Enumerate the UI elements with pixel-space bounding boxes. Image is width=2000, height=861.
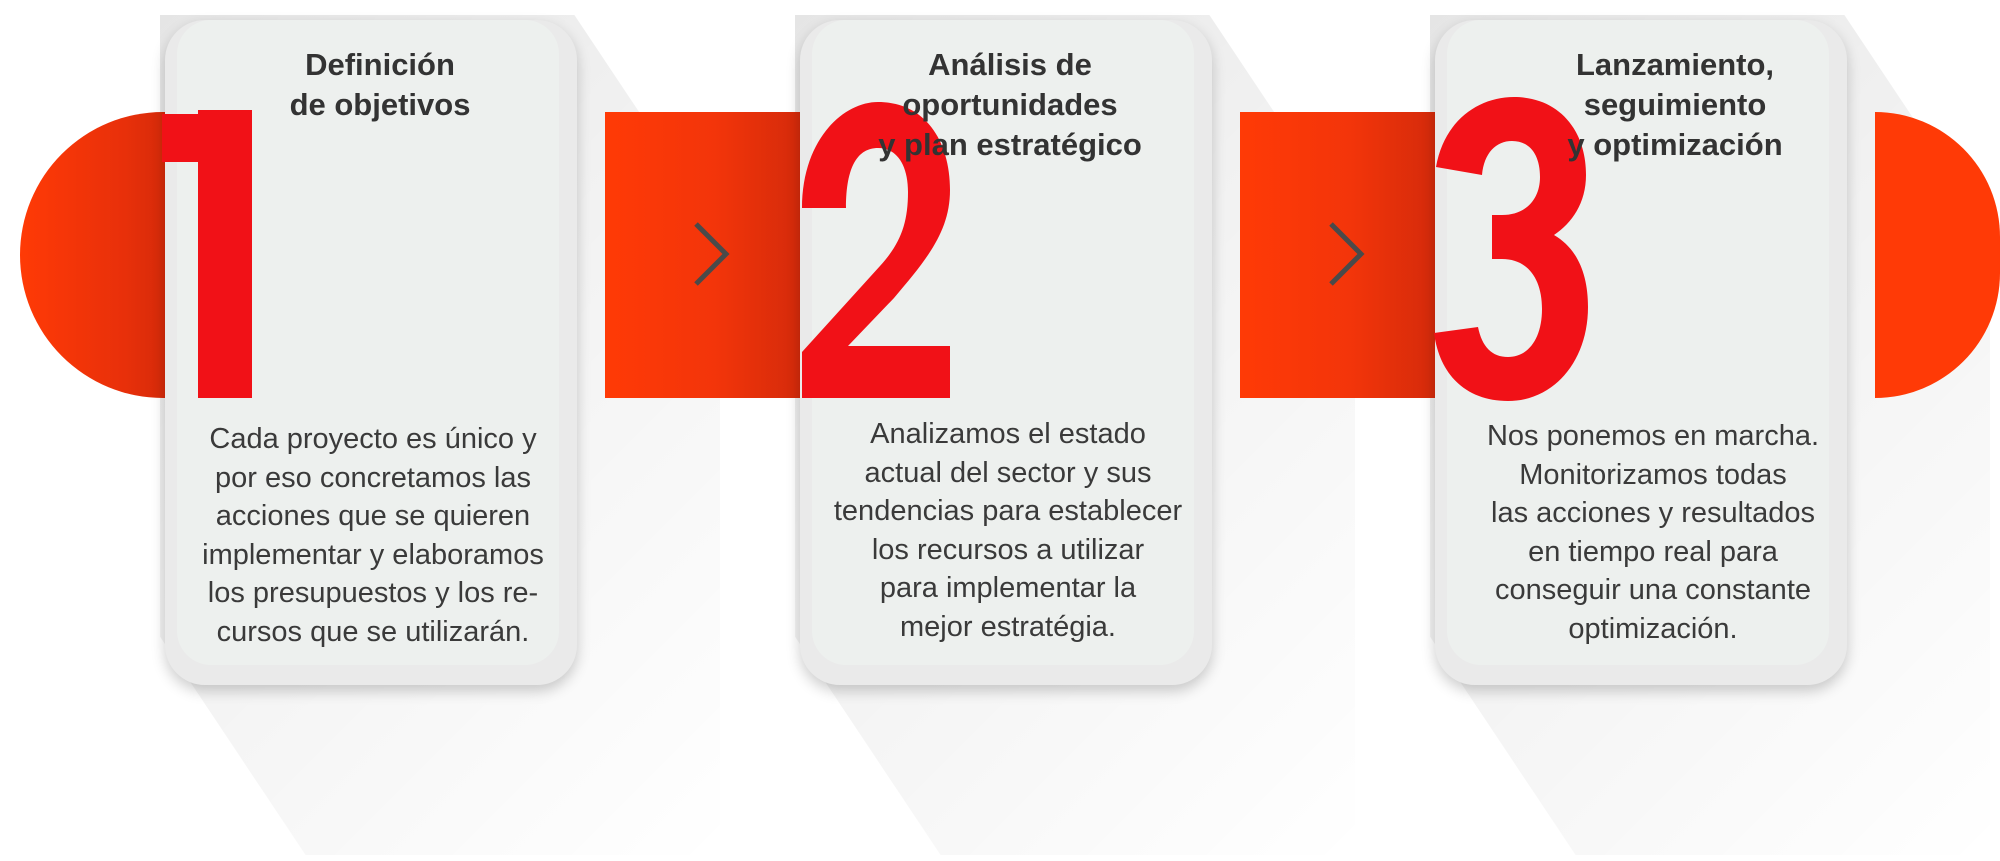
step-description: Analizamos el estado actual del sector y… — [833, 418, 1183, 643]
step-number-3 — [1434, 97, 1588, 401]
step-description: Nos ponemos en marcha. Monitorizamos tod… — [1486, 420, 1820, 645]
step-number-1 — [162, 110, 252, 398]
step-description: Cada proyecto es único y por eso concret… — [202, 423, 544, 648]
step-title: Lanzamiento, seguimiento y optimización — [1567, 47, 1783, 162]
chevron-right-icon — [694, 222, 730, 286]
band-start-cap — [20, 112, 170, 398]
chevron-right-icon — [1329, 222, 1365, 286]
step-title: Análisis de oportunidades y plan estraté… — [878, 47, 1142, 162]
step-title: Definición de objetivos — [289, 47, 471, 122]
band-connector — [605, 112, 805, 398]
band-connector — [1240, 112, 1440, 398]
step-number-2 — [802, 102, 950, 398]
